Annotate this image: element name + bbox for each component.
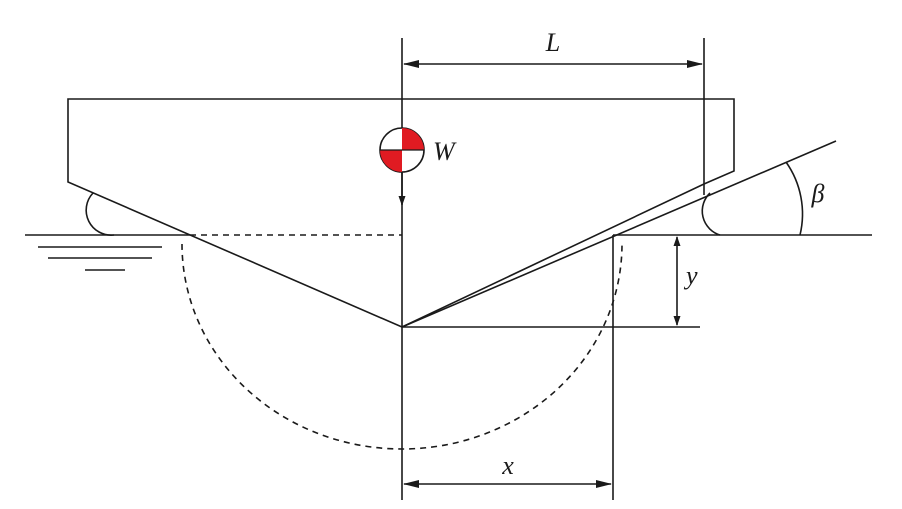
center-of-gravity-icon — [379, 127, 425, 173]
chine-angle-arc-right — [701, 192, 721, 236]
draft-label: y — [683, 261, 698, 290]
length-label: L — [545, 28, 560, 57]
half-width-label: x — [501, 451, 514, 480]
deadrise-angle-arc — [785, 161, 804, 236]
deadrise-angle-label: β — [811, 179, 825, 208]
water-surface-hatch-icon — [38, 246, 162, 271]
deadrise-line — [401, 140, 837, 328]
wetted-region-arc — [181, 243, 623, 450]
chine-angle-arc-left — [85, 192, 115, 236]
weight-label: W — [433, 137, 457, 166]
